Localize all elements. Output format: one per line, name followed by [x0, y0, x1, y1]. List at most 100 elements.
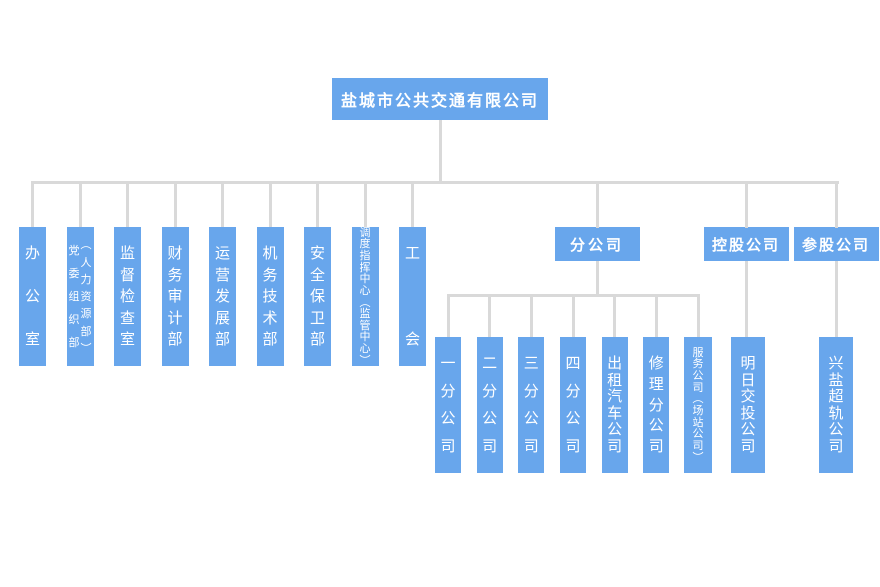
node-label-char: 部 — [167, 330, 183, 348]
stake-group-node: 参股公司 — [793, 227, 879, 261]
connector-line — [411, 181, 414, 228]
node-label-char: 卫 — [309, 308, 325, 327]
node-label-char: 分 — [482, 381, 498, 400]
node-label-char: 安 — [309, 244, 325, 262]
node-label-char: 出 — [607, 354, 623, 372]
node-label-char: 室 — [119, 330, 135, 348]
node-label-char: 源 — [80, 307, 92, 321]
node-label-char: 中 — [359, 272, 371, 286]
node-label-char: 部 — [68, 336, 80, 349]
branch-child-node: 一分公司 — [435, 337, 461, 473]
node-label-char: 三 — [523, 354, 539, 372]
node-label-char: 服 — [692, 345, 704, 359]
node-label-char: 分 — [523, 381, 539, 400]
node-label-char: 力 — [80, 272, 92, 286]
connector-line — [363, 181, 367, 228]
node-label-char: 公 — [24, 287, 40, 305]
node-label-char: 工 — [404, 244, 420, 262]
node-label-char: 一 — [440, 354, 456, 372]
node-label-char: 会 — [404, 330, 420, 348]
node-label-char: 查 — [119, 308, 135, 327]
node-label-char: 务 — [167, 265, 183, 284]
node-label-column: ︵人力资源部︶ — [81, 233, 92, 360]
node-label-char: 盐 — [828, 370, 844, 389]
connector-line — [316, 181, 319, 228]
branch-child-node: 三分公司 — [518, 337, 545, 473]
node-label-char: 调 — [359, 225, 371, 239]
node-label-char: 保 — [309, 287, 325, 305]
node-label-char: 务 — [692, 357, 704, 371]
node-label-char: 公 — [482, 409, 498, 428]
node-label-char: 术 — [262, 308, 278, 327]
node-label-char: ︵ — [692, 392, 704, 406]
root-company-node: 盐城市公共交通有限公司 — [332, 78, 548, 120]
node-label-char: 营 — [214, 265, 230, 284]
node-label-char: 司 — [692, 438, 704, 452]
branch-child-node: 出租汽车公司 — [601, 337, 628, 473]
node-label-char: 公 — [648, 416, 664, 435]
node-label-char: 委 — [68, 267, 80, 280]
node-label-char: 司 — [648, 437, 664, 455]
node-label-char: 部 — [262, 330, 278, 348]
node-label-char: 轨 — [828, 403, 844, 422]
node-label-char: 公 — [440, 409, 456, 428]
node-label-char: 人 — [80, 255, 92, 269]
node-label-char: ︶ — [692, 450, 704, 464]
node-label-char: 审 — [167, 287, 183, 305]
stake-child-node: 兴盐超轨公司 — [819, 337, 853, 473]
connector-line — [595, 181, 599, 228]
node-label-char: 分 — [440, 381, 456, 400]
node-label-char: 挥 — [359, 260, 371, 274]
dept-node: 党委组织部︵人力资源部︶ — [66, 227, 94, 366]
connector-line — [221, 181, 224, 228]
node-label-char: ︶ — [359, 353, 371, 367]
node-label-char: 督 — [119, 265, 135, 284]
node-label-char: 理 — [648, 374, 664, 393]
node-label-char: 司 — [607, 436, 623, 455]
node-label-char: ︵ — [359, 295, 371, 309]
branch-child-node: 服务公司︵场站公司︶ — [684, 337, 712, 473]
dept-node: 监督检查室 — [114, 227, 141, 366]
node-label-char: 司 — [828, 436, 844, 455]
node-label-char: 部 — [214, 330, 230, 348]
branch-child-node: 二分公司 — [476, 337, 503, 473]
connector-line — [571, 294, 575, 338]
node-label-char: 组 — [68, 290, 80, 303]
node-label-char: 公 — [565, 409, 581, 428]
node-label-char: 发 — [214, 287, 230, 305]
holding-child-node: 明日交投公司 — [731, 337, 765, 473]
connector-line — [438, 120, 442, 183]
node-label-char: 车 — [607, 403, 623, 422]
node-label-char: ︶ — [80, 341, 92, 355]
connector-line — [613, 294, 617, 338]
node-label-char: 党 — [68, 244, 80, 257]
node-label-char: 运 — [214, 244, 230, 262]
connector-line — [834, 181, 838, 228]
node-label-char: 汽 — [607, 387, 623, 406]
node-label-char: 租 — [607, 370, 623, 389]
node-label-char: 司 — [692, 380, 704, 394]
connector-line — [31, 181, 34, 228]
node-label-char: 室 — [24, 330, 40, 348]
node-label-char: 监 — [359, 307, 371, 321]
node-label-char: 兴 — [828, 354, 844, 372]
node-label-char: 技 — [262, 287, 278, 305]
connector-line — [744, 261, 748, 338]
node-label-char: ︵ — [80, 238, 92, 252]
node-label-char: 检 — [119, 287, 135, 305]
node-label-char: 修 — [648, 354, 664, 372]
branch-group-node: 分公司 — [554, 227, 640, 261]
connector-line — [78, 181, 82, 228]
connector-line — [268, 181, 272, 228]
node-label-char: 机 — [262, 244, 278, 262]
node-label-char: 计 — [167, 308, 183, 327]
connector-line — [595, 261, 599, 297]
node-label-char: 公 — [607, 420, 623, 439]
node-label-char: 公 — [692, 427, 704, 441]
node-label-char: 公 — [740, 420, 756, 439]
node-label-char: 站 — [692, 415, 704, 429]
node-label-char: 务 — [262, 265, 278, 284]
connector-line — [173, 181, 177, 228]
node-label-char: 司 — [565, 436, 581, 455]
node-label-char: 分 — [648, 395, 664, 414]
